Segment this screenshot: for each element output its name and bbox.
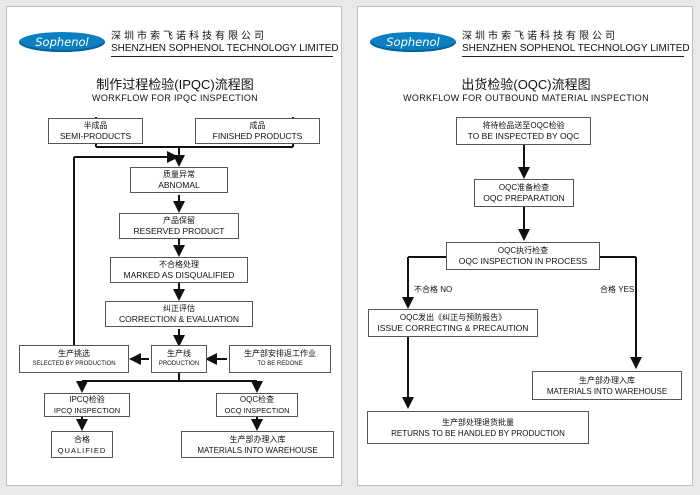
issue-correcting-cn: OQC发出《纠正与预防报告》 [399, 313, 507, 322]
ipqc-connectors [73, 117, 294, 431]
to-be-redone-box: 生产部安排返工作业 TO BE REDONE [229, 345, 331, 373]
semi-products-cn: 半成品 [83, 121, 108, 130]
correction-box: 纠正评估 CORRECTION & EVALUATION [105, 301, 253, 327]
oqc-preparation-en: OQC PREPARATION [483, 193, 565, 203]
logo-text: Sophenol [386, 35, 440, 49]
company-name-cn: 深圳市索飞诺科技有限公司 [111, 31, 267, 42]
oqc-process-en: OQC INSPECTION IN PROCESS [458, 256, 588, 266]
oqc-panel: Sophenol 深圳市索飞诺科技有限公司 SHENZHEN SOPHENOL … [357, 6, 693, 486]
reserved-product-cn: 产品保留 [163, 216, 195, 225]
ipcq-cn: IPCQ检验 [69, 395, 105, 404]
sophenol-logo: Sophenol [370, 32, 456, 52]
oqc-preparation-cn: OQC准备检查 [498, 183, 550, 192]
issue-correcting-en: ISSUE CORRECTING & PRECAUTION [377, 323, 529, 333]
oqc-warehouse-cn: 生产部办理入库 [579, 375, 635, 385]
returns-en: RETURNS TO BE HANDLED BY PRODUCTION [391, 428, 565, 438]
disqualified-box: 不合格处理 MARKED AS DISQUALIFIED [110, 257, 248, 283]
company-name: 深圳市索飞诺科技有限公司 SHENZHEN SOPHENOL TECHNOLOG… [111, 31, 339, 55]
disqualified-en: MARKED AS DISQUALIFIED [123, 270, 235, 280]
ocq-en: OCQ INSPECTION [224, 406, 290, 415]
ipcq-en: IPCQ INSPECTION [53, 406, 121, 415]
production-cn: 生产线 [167, 349, 191, 358]
selected-by-production-box: 生产挑选 SELECTED BY PRODUCTION [19, 345, 129, 373]
oqc-process-cn: OQC执行检查 [497, 246, 549, 255]
ipcq-inspection-box: IPCQ检验 IPCQ INSPECTION [44, 393, 130, 417]
returns-cn: 生产部处理退货批量 [442, 417, 514, 427]
reserved-product-box: 产品保留 RESERVED PRODUCT [119, 213, 239, 239]
to-be-inspected-box: 将待检品送至OQC检验 TO BE INSPECTED BY OQC [456, 117, 591, 145]
selected-en: SELECTED BY PRODUCTION [32, 361, 116, 367]
company-name-en: SHENZHEN SOPHENOL TECHNOLOGY LIMITED [462, 43, 690, 54]
oqc-inspection-process-box: OQC执行检查 OQC INSPECTION IN PROCESS [446, 242, 600, 270]
qualified-en: QUALIFIED [57, 445, 107, 455]
sophenol-logo: Sophenol [19, 32, 105, 52]
selected-cn: 生产挑选 [58, 349, 90, 358]
yes-label: 合格 YES [600, 285, 635, 294]
oqc-title-en: WORKFLOW FOR OUTBOUND MATERIAL INSPECTIO… [403, 93, 649, 103]
redone-en: TO BE REDONE [257, 361, 303, 367]
finished-products-cn: 成品 [249, 121, 266, 130]
finished-products-box: 成品 FINISHED PRODUCTS [195, 118, 320, 144]
abnomal-box: 质量异常 ABNOMAL [130, 167, 228, 193]
abnomal-cn: 质量异常 [163, 170, 195, 179]
to-be-inspected-cn: 将待检品送至OQC检验 [482, 121, 565, 130]
correction-en: CORRECTION & EVALUATION [118, 314, 240, 324]
issue-correcting-box: OQC发出《纠正与预防报告》 ISSUE CORRECTING & PRECAU… [368, 309, 538, 337]
production-en: PRODUCTION [158, 361, 200, 367]
logo-text: Sophenol [35, 35, 89, 49]
ocq-inspection-box: OQC检查 OCQ INSPECTION [216, 393, 298, 417]
oqc-preparation-box: OQC准备检查 OQC PREPARATION [474, 179, 574, 207]
abnomal-en: ABNOMAL [158, 180, 200, 190]
header-divider [111, 56, 333, 57]
ipqc-panel: Sophenol 深圳市索飞诺科技有限公司 SHENZHEN SOPHENOL … [6, 6, 342, 486]
qualified-cn: 合格 [74, 434, 90, 444]
redone-cn: 生产部安排返工作业 [244, 349, 316, 358]
returns-box: 生产部处理退货批量 RETURNS TO BE HANDLED BY PRODU… [367, 411, 589, 444]
oqc-warehouse-en: MATERIALS INTO WAREHOUSE [546, 386, 668, 396]
to-be-inspected-en: TO BE INSPECTED BY OQC [467, 131, 580, 141]
oqc-title-cn: 出货检验(OQC)流程图 [461, 77, 591, 92]
correction-cn: 纠正评估 [163, 304, 195, 313]
ipqc-title-en: WORKFLOW FOR IPQC INSPECTION [92, 93, 258, 103]
header-divider [462, 56, 684, 57]
finished-products-en: FINISHED PRODUCTS [212, 131, 303, 141]
disqualified-cn: 不合格处理 [159, 260, 199, 269]
qualified-box: 合格 QUALIFIED [51, 431, 113, 458]
company-name-cn: 深圳市索飞诺科技有限公司 [462, 31, 618, 42]
reserved-product-en: RESERVED PRODUCT [133, 226, 225, 236]
ipqc-title: 制作过程检验(IPQC)流程图 WORKFLOW FOR IPQC INSPEC… [7, 77, 343, 105]
company-name-en: SHENZHEN SOPHENOL TECHNOLOGY LIMITED [111, 43, 339, 54]
oqc-warehouse-box: 生产部办理入库 MATERIALS INTO WAREHOUSE [532, 371, 682, 400]
materials-warehouse-box: 生产部办理入库 MATERIALS INTO WAREHOUSE [181, 431, 334, 458]
ocq-cn: OQC检查 [239, 395, 275, 404]
warehouse-cn: 生产部办理入库 [229, 434, 286, 444]
semi-products-en: SEMI-PRODUCTS [59, 131, 132, 141]
oqc-connectors [402, 143, 642, 409]
ipqc-title-cn: 制作过程检验(IPQC)流程图 [96, 77, 254, 92]
company-name: 深圳市索飞诺科技有限公司 SHENZHEN SOPHENOL TECHNOLOG… [462, 31, 690, 55]
warehouse-en: MATERIALS INTO WAREHOUSE [197, 445, 318, 455]
production-line-box: 生产线 PRODUCTION [151, 345, 207, 373]
no-label: 不合格 NO [414, 285, 453, 294]
semi-products-box: 半成品 SEMI-PRODUCTS [48, 118, 143, 144]
oqc-title: 出货检验(OQC)流程图 WORKFLOW FOR OUTBOUND MATER… [358, 77, 694, 105]
